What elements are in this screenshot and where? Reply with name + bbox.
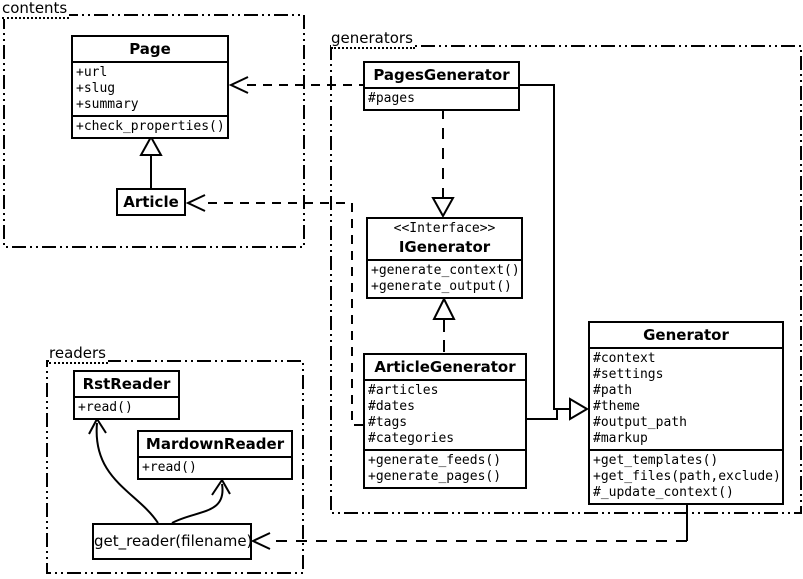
class-box-generator: Generator #context #settings #path #them… (588, 321, 784, 505)
class-attribute: #tags (368, 415, 408, 430)
class-attribute: #path (593, 383, 633, 398)
methods-compartment: +read() (75, 396, 178, 418)
attributes-compartment: #articles #dates #tags #categories (365, 379, 525, 449)
class-method: +check_properties() (76, 119, 225, 134)
class-method: +generate_context() (371, 263, 520, 278)
class-method: +generate_output() (371, 279, 512, 294)
class-method: #_update_context() (593, 485, 734, 500)
class-method: +generate_feeds() (368, 453, 502, 468)
methods-compartment: +check_properties() (73, 115, 227, 137)
realization-triangle-icon (432, 296, 456, 320)
open-arrowhead-icon (185, 194, 206, 212)
class-stereotype: <<Interface>> (393, 221, 496, 236)
attributes-compartment: +url +slug +summary (73, 61, 227, 115)
package-label-generators: generators (331, 29, 415, 49)
class-attribute: #markup (593, 431, 648, 446)
inheritance-triangle-icon (569, 397, 589, 421)
class-attribute: #pages (368, 91, 415, 106)
generators-package-border (330, 45, 802, 514)
class-attribute: #context (593, 351, 656, 366)
open-arrowhead-icon (228, 76, 249, 94)
class-method: +get_templates() (593, 453, 719, 468)
methods-compartment: +generate_context() +generate_output() (368, 259, 521, 297)
class-method: +get_files(path,exclude) (593, 469, 781, 484)
attributes-compartment: #context #settings #path #theme #output_… (590, 347, 782, 449)
class-attribute: +summary (76, 97, 139, 112)
function-box-get-reader: get_reader(filename) (92, 523, 252, 560)
class-box-article: Article (116, 188, 186, 216)
class-attribute: #dates (368, 399, 415, 414)
readers-package-border (46, 360, 304, 574)
class-box-rstreader: RstReader +read() (73, 370, 180, 420)
methods-compartment: +generate_feeds() +generate_pages() (365, 449, 525, 487)
realization-triangle-icon (431, 197, 455, 219)
class-box-articlegenerator: ArticleGenerator #articles #dates #tags … (363, 353, 527, 489)
methods-compartment: +get_templates() +get_files(path,exclude… (590, 449, 782, 503)
class-title: MardownReader (145, 435, 285, 453)
inheritance-line-articlegenerator-to-generator (527, 409, 558, 420)
class-attribute: +url (76, 65, 108, 80)
class-title: Article (123, 193, 179, 211)
package-label-readers: readers (49, 344, 108, 364)
open-arrowhead-icon (211, 478, 231, 496)
dependency-line-articlegenerator-to-article (205, 202, 363, 426)
contents-package-border (3, 14, 305, 248)
attributes-compartment: #pages (365, 87, 518, 109)
methods-compartment: +read() (139, 456, 291, 478)
class-title-text: IGenerator (398, 238, 491, 256)
association-curve-getreader-to-rstreader (95, 422, 159, 524)
class-title: ArticleGenerator (374, 358, 516, 376)
class-box-mardownreader: MardownReader +read() (137, 430, 293, 480)
class-attribute: +slug (76, 81, 116, 96)
class-title: Generator (643, 326, 729, 344)
class-title: PagesGenerator (373, 66, 510, 84)
class-attribute: #categories (368, 431, 455, 446)
association-curve-getreader-to-mardownreader (171, 483, 224, 524)
class-attribute: #output_path (593, 415, 687, 430)
class-method: +read() (78, 400, 133, 415)
class-box-igenerator: <<Interface>> IGenerator +generate_conte… (366, 217, 523, 299)
class-box-page: Page +url +slug +summary +check_properti… (71, 35, 229, 139)
open-arrowhead-icon (250, 532, 271, 550)
package-label-contents: contents (2, 0, 70, 19)
class-method: +read() (142, 460, 197, 475)
class-title: Page (129, 40, 171, 58)
class-title: RstReader (82, 375, 171, 393)
class-attribute: #theme (593, 399, 640, 414)
class-method: +generate_pages() (368, 469, 502, 484)
inheritance-line-pagesgenerator-to-generator (520, 84, 569, 410)
class-attribute: #articles (368, 383, 439, 398)
class-attribute: #settings (593, 367, 664, 382)
inheritance-triangle-icon (139, 134, 163, 156)
class-box-pagesgenerator: PagesGenerator #pages (363, 61, 520, 111)
class-title: <<Interface>> IGenerator (368, 219, 521, 259)
